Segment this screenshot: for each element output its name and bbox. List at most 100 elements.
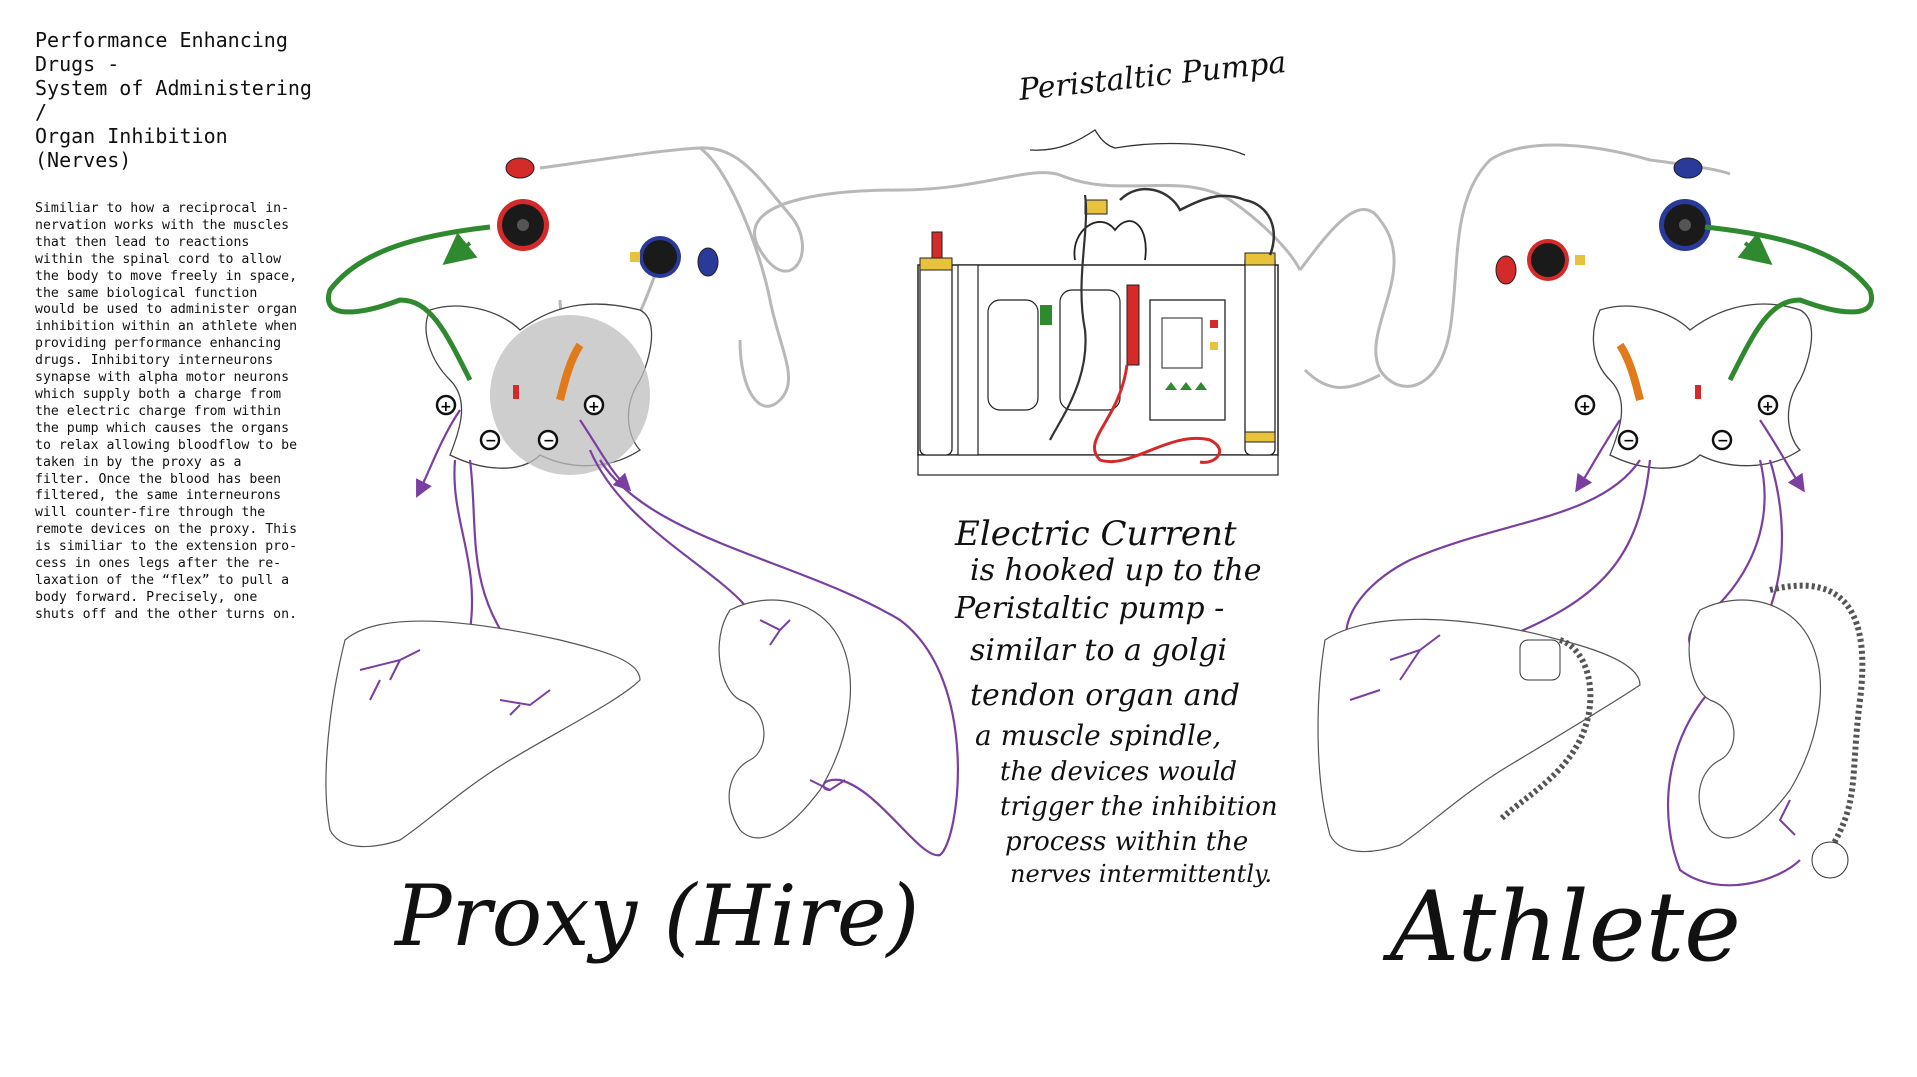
proxy-plus-node-left [435,394,457,416]
right-column [1244,254,1276,456]
athlete-red-marker [1695,385,1701,399]
proxy-figure: + − + − [325,157,959,857]
athlete-liver [1317,618,1641,853]
control-led-yellow [1210,342,1218,350]
athlete-liver-nerves [1349,634,1441,701]
center-note-line: Electric Current [954,514,1237,554]
title-line: Drugs - [35,52,120,76]
athlete-plus-node-right [1757,394,1779,416]
black-cable [1119,187,1276,256]
description-line: will counter-fire through the [35,505,266,521]
athlete-green-arrow [1737,232,1773,265]
description-line: drugs. Inhibitory interneurons [35,353,274,369]
athlete-blue-device-center [1679,219,1691,231]
proxy-kidney-nerves-2 [809,779,846,792]
athlete-minus-node-left [1617,429,1639,451]
center-note-line: tendon organ and [970,678,1240,713]
center-note-line: Peristaltic pump - [954,591,1224,626]
description-line: taken in by the proxy as a [35,454,242,470]
description-line: providing performance enhancing [35,336,282,352]
proxy-liver [325,620,641,848]
proxy-red-lead [505,157,535,179]
description-line: inhibition within an athlete when [35,319,298,335]
athlete-red-device [1531,243,1565,277]
description-line: remote devices on the proxy. This [35,522,298,538]
title-line: System of Administering [35,76,312,100]
description-line: the electric charge from within [35,403,282,419]
description-line: to relax allowing bloodflow to be [35,437,298,453]
control-buttons [1165,382,1207,390]
svg-text:+: + [1579,399,1591,415]
athlete-kidney [1688,599,1821,839]
control-led-red [1210,320,1218,328]
proxy-minus-node-right [537,429,559,451]
description-line: synapse with alpha motor neurons [35,370,290,386]
title-line: / [35,100,48,124]
athlete-plus-node-left [1574,394,1596,416]
title-line: (Nerves) [35,148,132,172]
athlete-figure: + − + − [1317,157,1875,887]
black-cable-2 [1049,194,1088,441]
athlete-minus-node-right [1711,429,1733,451]
description-line: body forward. Precisely, one [35,589,258,605]
description-line: laxation of the “flex” to pull a [35,572,290,588]
athlete-yellow-clip [1575,255,1585,265]
center-note-line: similar to a golgi [970,633,1227,668]
diagram-title: Performance Enhancing Drugs - System of … [35,28,335,172]
center-note-line: is hooked up to the [970,553,1262,588]
left-column [919,259,953,456]
proxy-liver-nerves [359,649,421,701]
center-note-line: process within the [1005,827,1248,857]
center-note-line: trigger the inhibition [1000,792,1278,822]
description-paragraph: Similiar to how a reciprocal in- nervati… [35,201,325,624]
proxy-red-device-center [517,219,529,231]
title-line: Organ Inhibition [35,124,228,148]
proxy-minus-node-left [479,429,501,451]
description-line: nervation works with the muscles [35,217,290,233]
description-line: that then lead to reactions [35,234,250,250]
pump-label: Peristaltic Pumpa [1016,45,1288,108]
athlete-kidney-nerves [1778,799,1796,836]
svg-text:−: − [1717,433,1729,449]
left-column-2 [957,264,979,456]
athlete-kidney-device [1811,841,1849,879]
proxy-kidney-nerves [759,619,791,646]
center-note-line: nerves intermittently. [1010,860,1272,888]
pump-label-bracket [1029,129,1246,156]
proxy-highlight-circle [490,315,650,475]
description-line: Similiar to how a reciprocal in- [35,201,290,216]
proxy-red-marker [513,385,519,399]
athlete-interneuron [1616,342,1644,401]
pump-base [917,454,1279,476]
description-line: the pump which causes the organs [35,420,290,436]
athlete-blue-lead [1673,157,1703,179]
description-line: the same biological function [35,285,258,301]
description-line: is similiar to the extension pro- [35,539,298,555]
control-display [1161,317,1203,369]
reservoir-left [987,299,1039,411]
description-line: filter. Once the blood has been [35,471,282,487]
proxy-blue-device [643,240,677,274]
description-line: cess in ones legs after the re- [35,556,282,572]
green-valve [1040,305,1052,325]
description-line: shuts off and the other turns on. [35,606,298,622]
description-line: within the spinal cord to allow [35,251,282,267]
proxy-yellow-clip [630,252,640,262]
svg-text:+: + [440,399,452,415]
svg-text:+: + [588,399,600,415]
description-line: the body to move freely in space, [35,268,298,284]
description-line: filtered, the same interneurons [35,488,282,504]
peristaltic-pump-machine [917,187,1279,476]
reservoir-center [1059,289,1121,411]
svg-text:−: − [543,433,555,449]
right-column-yellow-foot [1244,431,1276,443]
description-line: which supply both a charge from [35,386,282,402]
svg-text:+: + [1762,399,1774,415]
red-central-tube [1126,284,1140,366]
right-column-yellow-cap [1244,252,1276,266]
proxy-green-nerve [325,224,491,382]
svg-text:−: − [485,433,497,449]
athlete-liver-device [1519,639,1561,681]
center-note-line: the devices would [1000,757,1237,787]
